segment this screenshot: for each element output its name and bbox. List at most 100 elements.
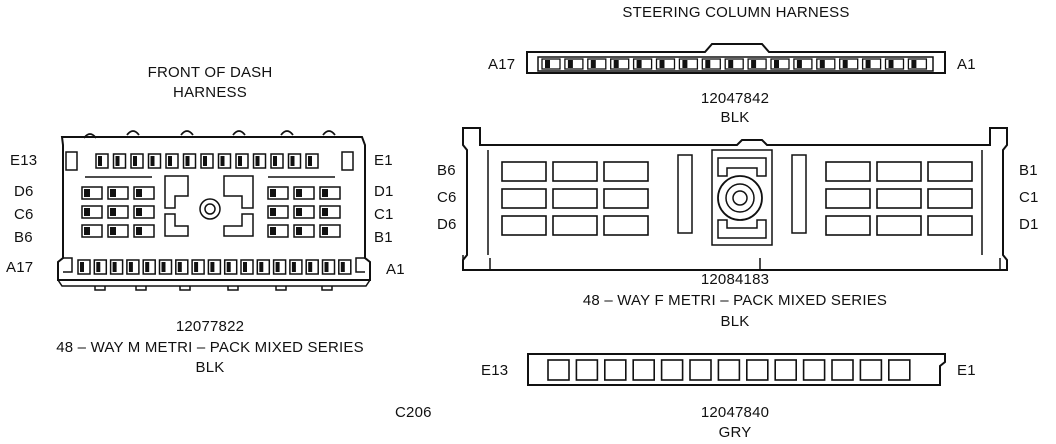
female-cavity [927,215,973,236]
front-dash-pin-mid [293,205,315,219]
steering-column-title: STEERING COLUMN HARNESS [622,4,850,21]
front-dash-pin-mid [107,224,129,238]
steering-pin-contact [911,60,917,68]
steering-pin-contact [842,60,848,68]
front-dash-pin-mid [319,186,341,200]
steering-pin [610,58,630,70]
female-cavity [876,188,922,209]
female-row-left-c: C6 [437,189,457,206]
front-dash-pin-mid-contact [136,227,142,235]
front-dash-pin-a [240,259,254,275]
bottom-cavity [745,359,769,381]
front-dash-pin-e-contact [115,156,120,166]
front-dash-pin-mid-contact [322,227,328,235]
front-dash-pin-mid [319,224,341,238]
bottom-cavity [660,359,684,381]
female-cavity [927,188,973,209]
front-dash-pin-a-contact [291,262,296,272]
front-dash-pin-e-contact [308,156,312,166]
front-dash-row-left-a: A17 [6,259,34,276]
steering-pin-contact [888,60,894,68]
front-dash-pin-e-contact [98,156,102,166]
front-dash-pin-e-contact [185,156,190,166]
steering-pin-contact [613,60,619,68]
front-dash-pin-mid [107,186,129,200]
front-dash-row-left-d: D6 [14,183,34,200]
front-dash-row-right-a: A1 [386,261,405,278]
front-dash-pin-e-contact [255,156,260,166]
front-dash-row-right-d: D1 [374,183,394,200]
steering-pin [587,58,607,70]
bottom-cavity [547,359,570,381]
front-dash-pin-e-contact [273,156,277,166]
steering-pin-contact [796,60,802,68]
front-dash-pin-a [321,259,336,275]
female-cavity [552,215,598,236]
front-dash-pin-a-contact [161,262,166,272]
steering-pin-left-label: A17 [488,56,516,73]
bottom-cavity [774,359,798,381]
front-dash-pin-a [77,259,91,275]
female-row-left-b: B6 [437,162,456,179]
front-dash-color: BLK [195,359,225,376]
steering-pin-contact [590,60,596,68]
front-dash-pin-mid-contact [270,227,276,235]
female-cavity [825,161,871,182]
front-dash-pin-mid [267,205,289,219]
bottom-cavity [859,359,883,381]
front-dash-pin-mid-contact [270,189,276,197]
front-dash-pin-mid [319,205,341,219]
female-cavity [603,188,649,209]
steering-pin [541,58,561,70]
front-dash-row-right-c: C1 [374,206,394,223]
front-dash-pin-mid-contact [84,208,90,216]
front-dash-pin-a-contact [194,262,199,272]
front-dash-pin-e [95,153,109,169]
front-dash-pin-a-contact [210,262,215,272]
female-color: BLK [720,313,750,330]
front-dash-row-left-c: C6 [14,206,34,223]
front-dash-pin-e-contact [238,156,242,166]
front-dash-pin-a-contact [259,262,264,272]
front-dash-pin-e [130,153,144,169]
front-dash-pin-mid [133,186,155,200]
bottom-cavity [575,359,599,381]
steering-pin-contact [728,60,734,68]
front-dash-row-right-b: B1 [374,229,393,246]
front-dash-pin-e [305,153,319,169]
front-dash-pin-a-contact [226,262,231,272]
steering-pin-contact [682,60,688,68]
front-dash-pin-mid [133,205,155,219]
bottom-cavity [603,359,627,381]
front-dash-pin-mid [81,186,103,200]
front-dash-pin-e [165,153,179,169]
steering-pin [907,58,928,70]
front-dash-pin-e [112,153,127,169]
front-dash-pin-mid-contact [84,189,90,197]
front-dash-pin-e-contact [203,156,207,166]
female-row-right-d: D1 [1019,216,1039,233]
front-dash-pin-mid [133,224,155,238]
female-cavity [501,161,547,182]
steering-pin [747,58,767,70]
steering-pin-contact [774,60,779,68]
steering-pin-contact [705,60,711,68]
steering-pin-contact [819,60,825,68]
front-dash-pin-mid-contact [296,208,302,216]
steering-pin [564,58,584,70]
steering-pin [724,58,744,70]
bottom-pin-left-label: E13 [481,362,509,379]
front-dash-pin-mid [267,224,289,238]
steering-pin-contact [545,60,550,68]
steering-pin [770,58,790,70]
steering-pin [884,58,905,70]
front-dash-pin-a-contact [96,262,101,272]
steering-color: BLK [720,109,750,126]
front-dash-pin-mid [267,186,289,200]
front-dash-pin-e [147,153,162,169]
bottom-part-number: 12047840 [700,404,770,421]
front-dash-pin-e [252,153,267,169]
front-dash-pin-a [305,259,319,275]
front-dash-pin-mid [81,205,103,219]
front-dash-pin-a-contact [275,262,280,272]
